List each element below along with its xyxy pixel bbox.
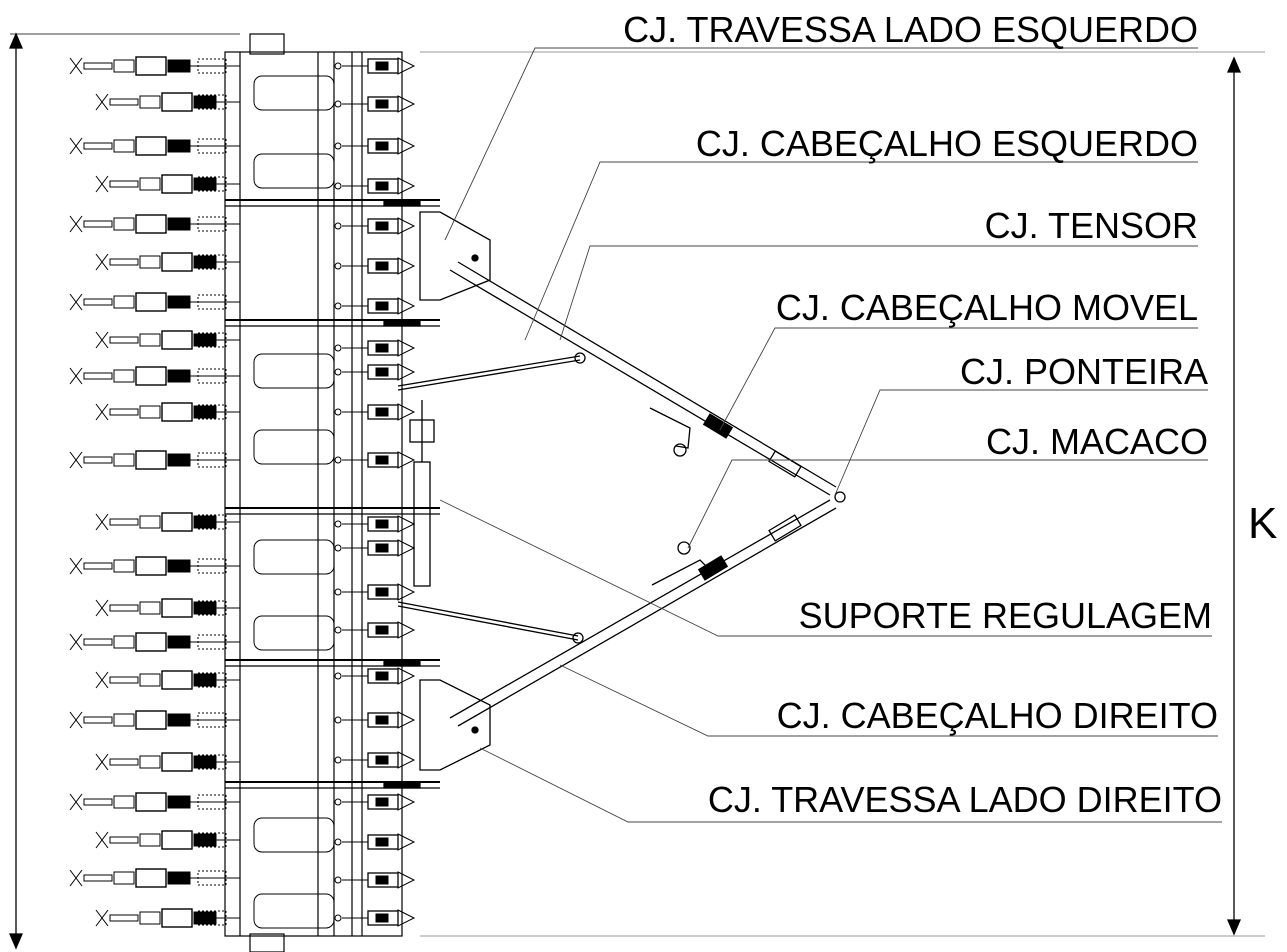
disc-row-unit xyxy=(334,871,416,889)
disc-units xyxy=(334,57,416,927)
disc-row-unit xyxy=(334,515,416,533)
planter-units xyxy=(69,56,240,928)
planter-row-unit xyxy=(69,556,240,576)
planter-row-unit xyxy=(69,792,240,812)
left-dimension-line xyxy=(9,32,240,950)
planter-row-unit xyxy=(95,252,240,272)
disc-row-unit xyxy=(334,257,416,275)
planter-row-unit xyxy=(95,908,240,928)
disc-row-unit xyxy=(334,177,416,195)
planter-row-unit xyxy=(69,292,240,312)
disc-row-unit xyxy=(334,793,416,811)
label-ponteira: CJ. PONTEIRA xyxy=(960,351,1208,392)
disc-row-unit xyxy=(334,363,416,381)
disc-row-unit xyxy=(334,57,416,75)
disc-row-unit xyxy=(334,297,416,315)
label-travessa-lado-esquerdo: CJ. TRAVESSA LADO ESQUERDO xyxy=(623,9,1198,50)
planter-row-unit xyxy=(95,752,240,772)
disc-row-unit xyxy=(334,95,416,113)
disc-row-unit xyxy=(334,583,416,601)
callout-labels: CJ. TRAVESSA LADO ESQUERDO CJ. CABEÇALHO… xyxy=(623,9,1222,820)
disc-row-unit xyxy=(334,339,416,357)
planter-row-unit xyxy=(95,92,240,112)
planter-row-unit xyxy=(69,868,240,888)
disc-row-unit xyxy=(334,751,416,769)
label-macaco: CJ. MACACO xyxy=(986,421,1208,462)
planter-row-unit xyxy=(69,710,240,730)
disc-row-unit xyxy=(334,451,416,469)
disc-row-unit xyxy=(334,621,416,639)
label-travessa-lado-direito: CJ. TRAVESSA LADO DIREITO xyxy=(708,779,1222,820)
planter-row-unit xyxy=(69,136,240,156)
planter-row-unit xyxy=(95,598,240,618)
disc-row-unit xyxy=(334,833,416,851)
machine-frame xyxy=(224,33,440,952)
planter-row-unit xyxy=(95,512,240,532)
disc-row-unit xyxy=(334,403,416,421)
disc-row-unit xyxy=(334,539,416,557)
disc-row-unit xyxy=(334,137,416,155)
planter-row-unit xyxy=(95,174,240,194)
label-cabecalho-direito: CJ. CABEÇALHO DIREITO xyxy=(777,695,1218,736)
disc-row-unit xyxy=(334,909,416,927)
dimension-k-line xyxy=(420,51,1265,937)
wheels xyxy=(253,75,335,929)
planter-row-unit xyxy=(69,56,240,76)
planter-row-unit xyxy=(69,450,240,470)
planter-row-unit xyxy=(95,402,240,422)
planter-row-unit xyxy=(95,330,240,350)
planter-row-unit xyxy=(95,670,240,690)
dimension-k-label: K xyxy=(1248,499,1277,548)
label-cabecalho-esquerdo: CJ. CABEÇALHO ESQUERDO xyxy=(696,123,1198,164)
planter-row-unit xyxy=(69,632,240,652)
disc-row-unit xyxy=(334,217,416,235)
planter-row-unit xyxy=(69,366,240,386)
disc-row-unit xyxy=(334,667,416,685)
label-cabecalho-movel: CJ. CABEÇALHO MOVEL xyxy=(776,287,1198,328)
label-tensor: CJ. TENSOR xyxy=(985,205,1198,246)
hitch-assembly xyxy=(397,211,846,771)
leader-lines xyxy=(439,47,1222,823)
disc-row-unit xyxy=(334,711,416,729)
planter-row-unit xyxy=(95,830,240,850)
planter-row-unit xyxy=(69,214,240,234)
label-suporte-regulagem: SUPORTE REGULAGEM xyxy=(799,595,1212,636)
